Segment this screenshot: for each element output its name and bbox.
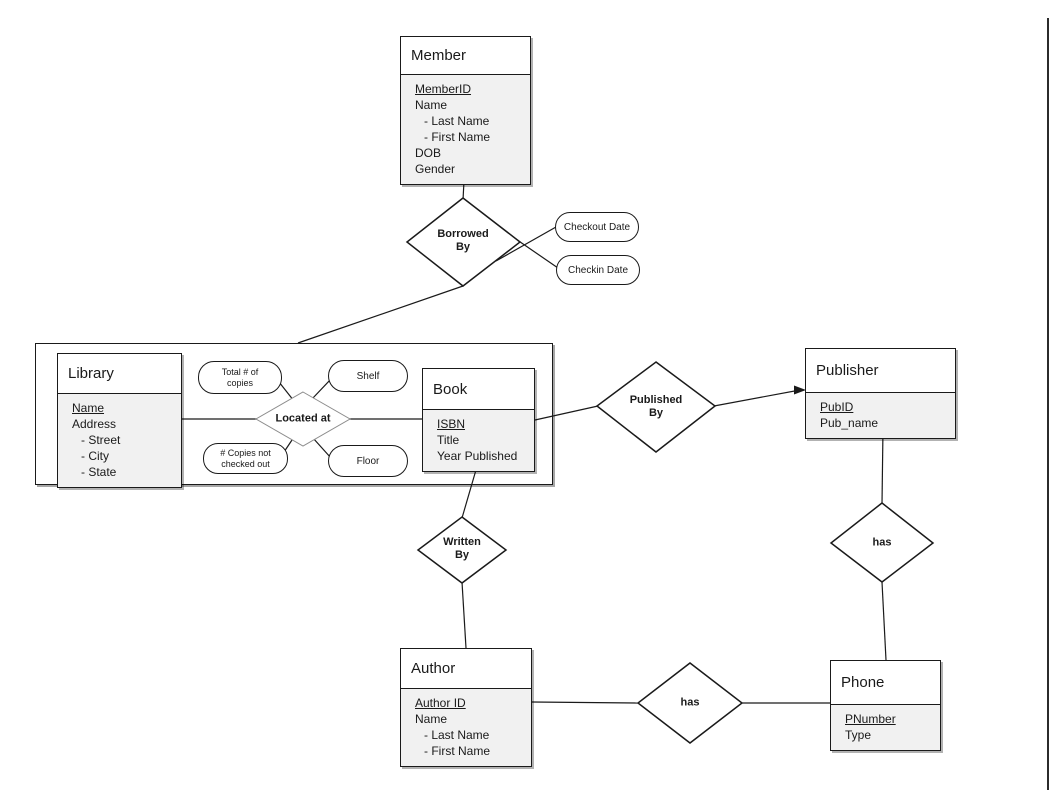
diamond-published-by (595, 361, 717, 453)
relationship-label-published-by: Published By (629, 394, 683, 419)
attr-row: Gender (415, 162, 456, 176)
entity-phone-title: Phone (831, 661, 940, 705)
diamond-has-author-phone (636, 662, 744, 744)
arrowhead-publisher (794, 385, 806, 395)
entity-publisher-attrs: PubID Pub_name (806, 393, 955, 438)
relationship-label-located-at: Located at (275, 412, 331, 425)
attr-row: Pub_name (820, 416, 879, 430)
oval-shelf: Shelf (328, 360, 408, 392)
attr-row: DOB (415, 146, 442, 160)
diamond-written-by (416, 516, 508, 584)
attr-row: - Last Name (424, 114, 490, 128)
entity-book-title: Book (423, 369, 534, 410)
entity-author: Author Author ID Name - Last Name - Firs… (400, 648, 532, 767)
attr-row: Name (72, 401, 105, 415)
attr-row: - State (81, 465, 117, 479)
line-publishedby-publisher (713, 389, 801, 407)
entity-book: Book ISBN Title Year Published (422, 368, 535, 472)
entity-member-attrs: MemberID Name - Last Name - First Name D… (401, 75, 530, 184)
entity-publisher-title: Publisher (806, 349, 955, 393)
attr-row: - First Name (424, 130, 490, 144)
attr-row: Year Published (437, 449, 518, 463)
diamond-has-publisher-phone (829, 502, 935, 583)
line-totalcopies-locatedat (278, 381, 295, 402)
line-book-writtenby (461, 462, 479, 519)
entity-library: Library Name Address - Street - City - S… (57, 353, 182, 488)
relationship-label-has-author-phone: has (680, 696, 700, 709)
relationship-label-written-by: Written By (443, 536, 481, 561)
oval-copies-not-checked-out: # Copies not checked out (203, 443, 288, 474)
attr-row: - First Name (424, 744, 490, 758)
entity-phone-attrs: PNumber Type (831, 705, 940, 750)
entity-author-attrs: Author ID Name - Last Name - First Name (401, 689, 531, 766)
attr-row: Type (845, 728, 872, 742)
entity-member: Member MemberID Name - Last Name - First… (400, 36, 531, 185)
line-writtenby-author (461, 581, 467, 649)
attr-row: ISBN (437, 417, 466, 431)
entity-publisher: Publisher PubID Pub_name (805, 348, 956, 439)
diamond-borrowed-by (405, 197, 522, 287)
entity-member-title: Member (401, 37, 530, 75)
attr-row: Author ID (415, 696, 466, 710)
oval-checkout-date: Checkout Date (555, 212, 639, 242)
attr-row: PNumber (845, 712, 896, 726)
oval-total-copies: Total # of copies (198, 361, 282, 394)
attr-row: PubID (820, 400, 854, 414)
line-shelf-locatedat (311, 378, 332, 400)
entity-phone: Phone PNumber Type (830, 660, 941, 751)
attr-row: - Street (81, 433, 121, 447)
oval-checkin-date: Checkin Date (556, 255, 640, 285)
line-author-has (531, 701, 639, 704)
attr-row: Name (415, 712, 448, 726)
line-book-publishedby (534, 405, 599, 421)
attr-row: Name (415, 98, 448, 112)
relationship-label-has-publisher-phone: has (872, 536, 892, 549)
diamond-located-at (254, 391, 352, 447)
entity-library-attrs: Name Address - Street - City - State (58, 394, 181, 487)
entity-book-attrs: ISBN Title Year Published (423, 410, 534, 471)
attr-row: MemberID (415, 82, 472, 96)
attr-row: - City (81, 449, 109, 463)
line-has-phone (881, 581, 887, 661)
relationship-label-borrowed-by: Borrowed By (437, 228, 489, 253)
attr-row: Address (72, 417, 117, 431)
line-borrowedby-librarybox (297, 285, 464, 344)
attr-row: - Last Name (424, 728, 490, 742)
line-borrowedby-checkoutdate (495, 226, 557, 262)
attr-row: Title (437, 433, 460, 447)
entity-author-title: Author (401, 649, 531, 689)
entity-library-title: Library (58, 354, 181, 394)
oval-floor: Floor (328, 445, 408, 477)
line-publisher-has (881, 427, 884, 505)
